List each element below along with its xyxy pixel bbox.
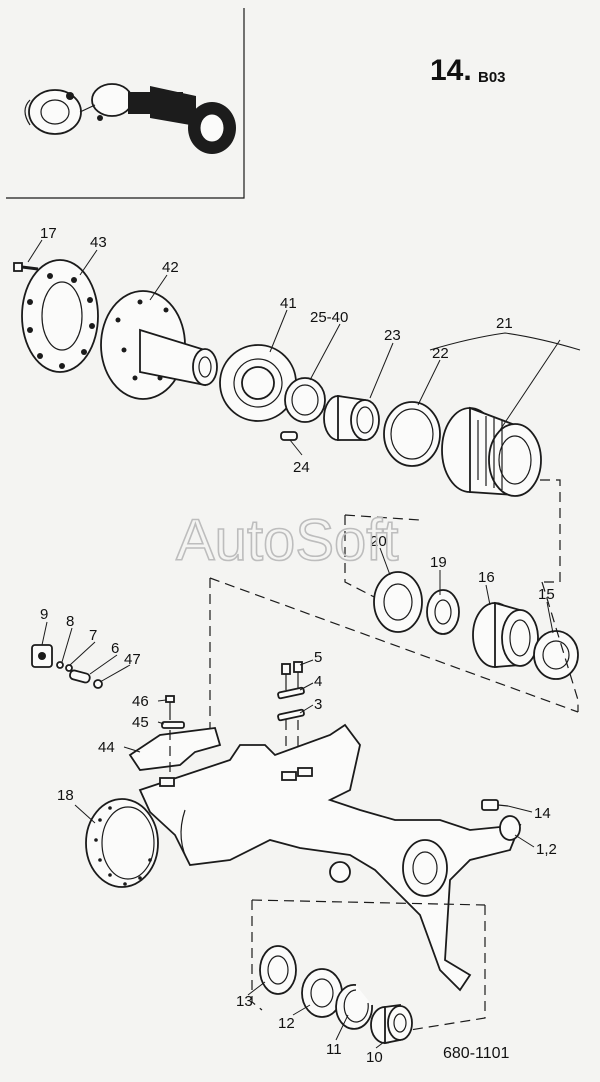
plate-3	[277, 708, 305, 722]
shim-ring-25-40	[284, 377, 326, 423]
guide-dashed-15	[541, 581, 579, 712]
callout-16: 16	[478, 569, 495, 586]
callout-5: 5	[314, 649, 322, 666]
callout-17: 17	[40, 225, 57, 242]
callout-46: 46	[132, 693, 149, 710]
flange-shaft-42	[100, 290, 218, 400]
callout-11: 11	[326, 1041, 342, 1058]
pin-24	[280, 431, 298, 441]
callout-21: 21	[496, 315, 513, 332]
callout-labels: 17 43 42 41 25-40 23 21 22 24 20 19 16 1…	[40, 225, 557, 1066]
leader-lines	[27, 239, 581, 1049]
hub-drum-21	[441, 406, 542, 497]
section-number: 14.	[430, 54, 472, 87]
callout-15: 15	[538, 586, 555, 603]
bracket-44	[128, 727, 222, 771]
callout-18: 18	[57, 787, 74, 804]
bearing-ring-15	[533, 630, 579, 680]
pin-6	[69, 669, 91, 684]
callout-23: 23	[384, 327, 401, 344]
brake-band-18	[85, 798, 159, 888]
guide-dashed-lower-right	[409, 905, 486, 1031]
bolt-46	[165, 695, 175, 720]
guide-dashed-20	[344, 515, 381, 601]
bearing-20	[373, 571, 423, 633]
block-9	[31, 644, 53, 668]
guide-dashed-long	[209, 577, 579, 713]
callout-1-2: 1,2	[536, 841, 557, 858]
callout-43: 43	[90, 234, 107, 251]
washer-7	[65, 664, 73, 672]
guide-dashed-top	[344, 514, 421, 521]
seal-ring-22	[383, 401, 441, 467]
grease-nipple-14	[481, 799, 509, 811]
gear-ring-16	[472, 601, 539, 668]
callout-7: 7	[89, 627, 97, 644]
gasket-ring-43	[21, 259, 99, 373]
bolt-17	[13, 262, 39, 272]
bearing-41	[219, 344, 297, 422]
callout-44: 44	[98, 739, 115, 756]
circlip-11	[335, 984, 373, 1030]
bolts-5	[281, 661, 303, 690]
bush-10	[370, 1003, 413, 1045]
locator-inset	[6, 8, 245, 199]
washer-45	[161, 721, 185, 729]
callout-20: 20	[370, 533, 387, 550]
callout-12: 12	[278, 1015, 295, 1032]
seal-ring-13	[259, 945, 297, 995]
callout-42: 42	[162, 259, 179, 276]
callout-9: 9	[40, 606, 48, 623]
lock-plate-4	[277, 686, 305, 700]
axle-housing-1-2	[138, 723, 522, 992]
callout-45: 45	[132, 714, 149, 731]
callout-14: 14	[534, 805, 551, 822]
guide-dashed-21	[540, 479, 561, 583]
callout-6: 6	[111, 640, 119, 657]
callout-22: 22	[432, 345, 449, 362]
watermark: AutoSoft	[176, 508, 398, 573]
callout-13: 13	[236, 993, 253, 1010]
drawing-number: 680-1101	[443, 1045, 510, 1062]
lock-nut-19	[426, 589, 460, 635]
callout-24: 24	[293, 459, 310, 476]
callout-47: 47	[124, 651, 141, 668]
callout-41: 41	[280, 295, 297, 312]
callout-4: 4	[314, 673, 322, 690]
callout-8: 8	[66, 613, 74, 630]
bush-23	[323, 394, 380, 441]
callout-3: 3	[314, 696, 322, 713]
section-suffix: B03	[478, 69, 506, 86]
callout-19: 19	[430, 554, 447, 571]
axle-locator-thumbnail	[24, 83, 236, 154]
callout-25-40: 25-40	[310, 309, 348, 326]
callout-10: 10	[366, 1049, 383, 1066]
washer-8	[56, 661, 64, 669]
guide-dashed-lower-left	[251, 900, 263, 1011]
